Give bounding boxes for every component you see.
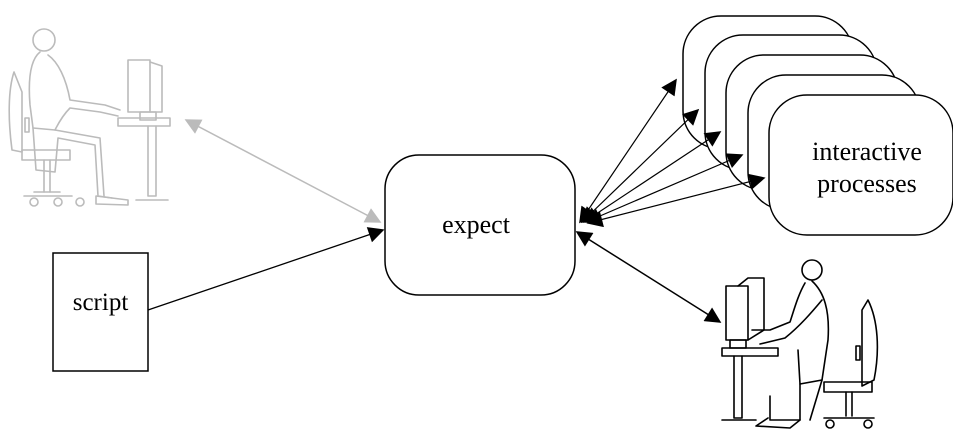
right-user-icon [721,259,879,429]
script-to-expect-arrow [147,227,385,311]
expect-right-user-arrow [575,231,722,323]
processes-label-line2: processes [817,169,917,198]
process-arrow [586,173,766,228]
process-arrow [580,108,700,224]
left-user-expect-arrow [184,119,382,223]
expect-box: expect [384,154,576,296]
processes-label-line1: interactive [812,137,922,166]
left-user-icon [8,28,171,207]
script-label: script [73,289,129,316]
process-arrow [582,131,722,223]
process-arrows [579,78,766,228]
expect-label: expect [442,210,511,239]
process-arrow [584,153,744,224]
script-document: script [52,252,149,372]
process-arrow [579,78,677,224]
interactive-processes-stack [682,15,953,236]
process-box [768,94,953,236]
